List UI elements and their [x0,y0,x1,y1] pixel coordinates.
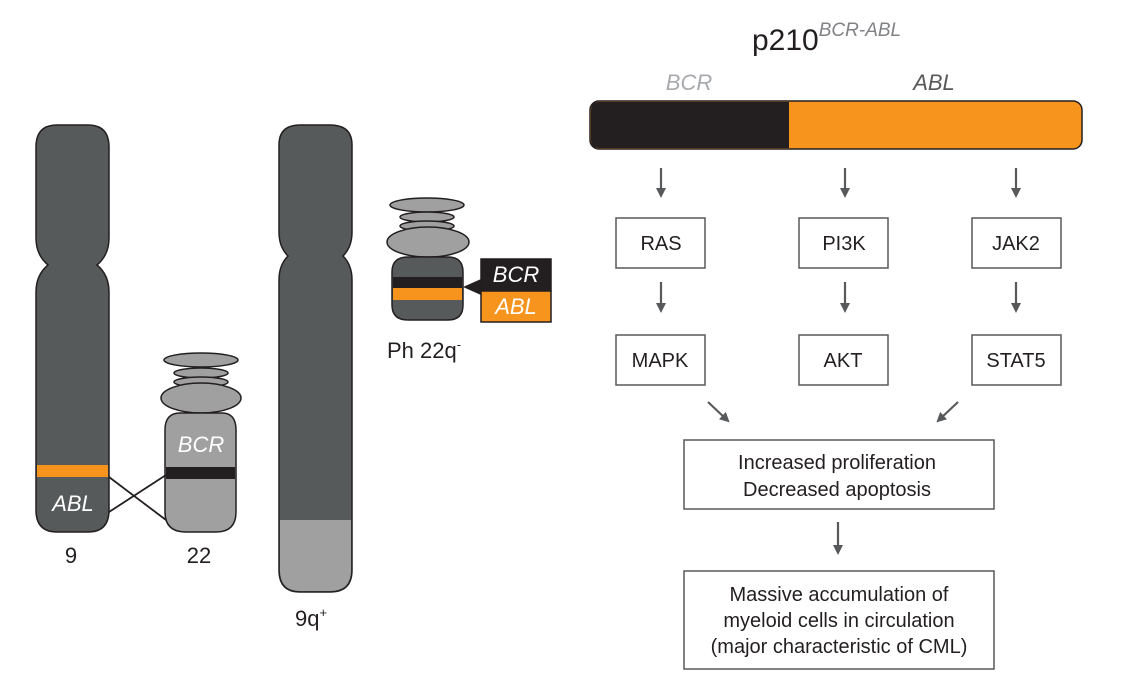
result-line-2: myeloid cells in circulation [723,610,954,632]
box-ras-label: RAS [640,233,681,255]
result-line-1: Massive accumulation of [730,584,949,606]
philadelphia-chromosome: BCR ABL Ph 22q- [386,197,552,363]
protein-title: p210BCR-ABL [752,20,901,57]
chr9q-number: 9q+ [295,605,327,631]
chr9-abl-band [37,465,108,477]
ph-label: Ph 22q- [387,337,461,363]
ph-abl-tag [480,290,552,323]
ph-tag-bcr-label: BCR [493,262,540,287]
box-mapk-label: MAPK [632,350,689,372]
protein-bcr-label: BCR [666,70,713,95]
result-line-3: (major characteristic of CML) [711,636,968,658]
chr22-bcr-band [166,467,235,479]
box-pi3k [798,217,889,269]
chr9-abl-label: ABL [50,491,94,516]
box-akt-label: AKT [824,350,863,372]
ph-bcr-tag [480,258,552,292]
chromosome-9: ABL 9 [35,124,110,568]
outcome-line-1: Increased proliferation [738,452,936,474]
box-ras [615,217,706,269]
box-result [683,570,995,670]
ph-pointer-icon [463,279,481,295]
box-mapk [615,334,706,386]
p210-protein: p210BCR-ABL BCR ABL [589,20,1083,150]
box-akt [798,334,889,386]
chr22-number: 22 [187,543,211,568]
ph-tag-abl-label: ABL [493,294,537,319]
protein-bcr-segment [591,102,789,148]
box-jak2-label: JAK2 [992,233,1040,255]
box-stat5 [971,334,1062,386]
outcome-line-2: Decreased apoptosis [743,479,931,501]
protein-abl-label: ABL [911,70,955,95]
pathway-arrows [656,168,1021,555]
chromosome-22: BCR 22 [160,352,242,568]
translocation-lines [108,474,167,521]
box-jak2 [971,217,1062,269]
box-outcome [683,439,995,510]
chromosome-9q-plus: 9q+ [278,124,353,631]
pathway-boxes: RAS PI3K JAK2 MAPK AKT STAT5 Increased p… [615,217,1062,670]
chr22-bcr-label: BCR [178,432,225,457]
box-stat5-label: STAT5 [986,350,1045,372]
chr9-number: 9 [65,543,77,568]
chr9q-derived-segment [280,520,351,591]
box-pi3k-label: PI3K [822,233,866,255]
